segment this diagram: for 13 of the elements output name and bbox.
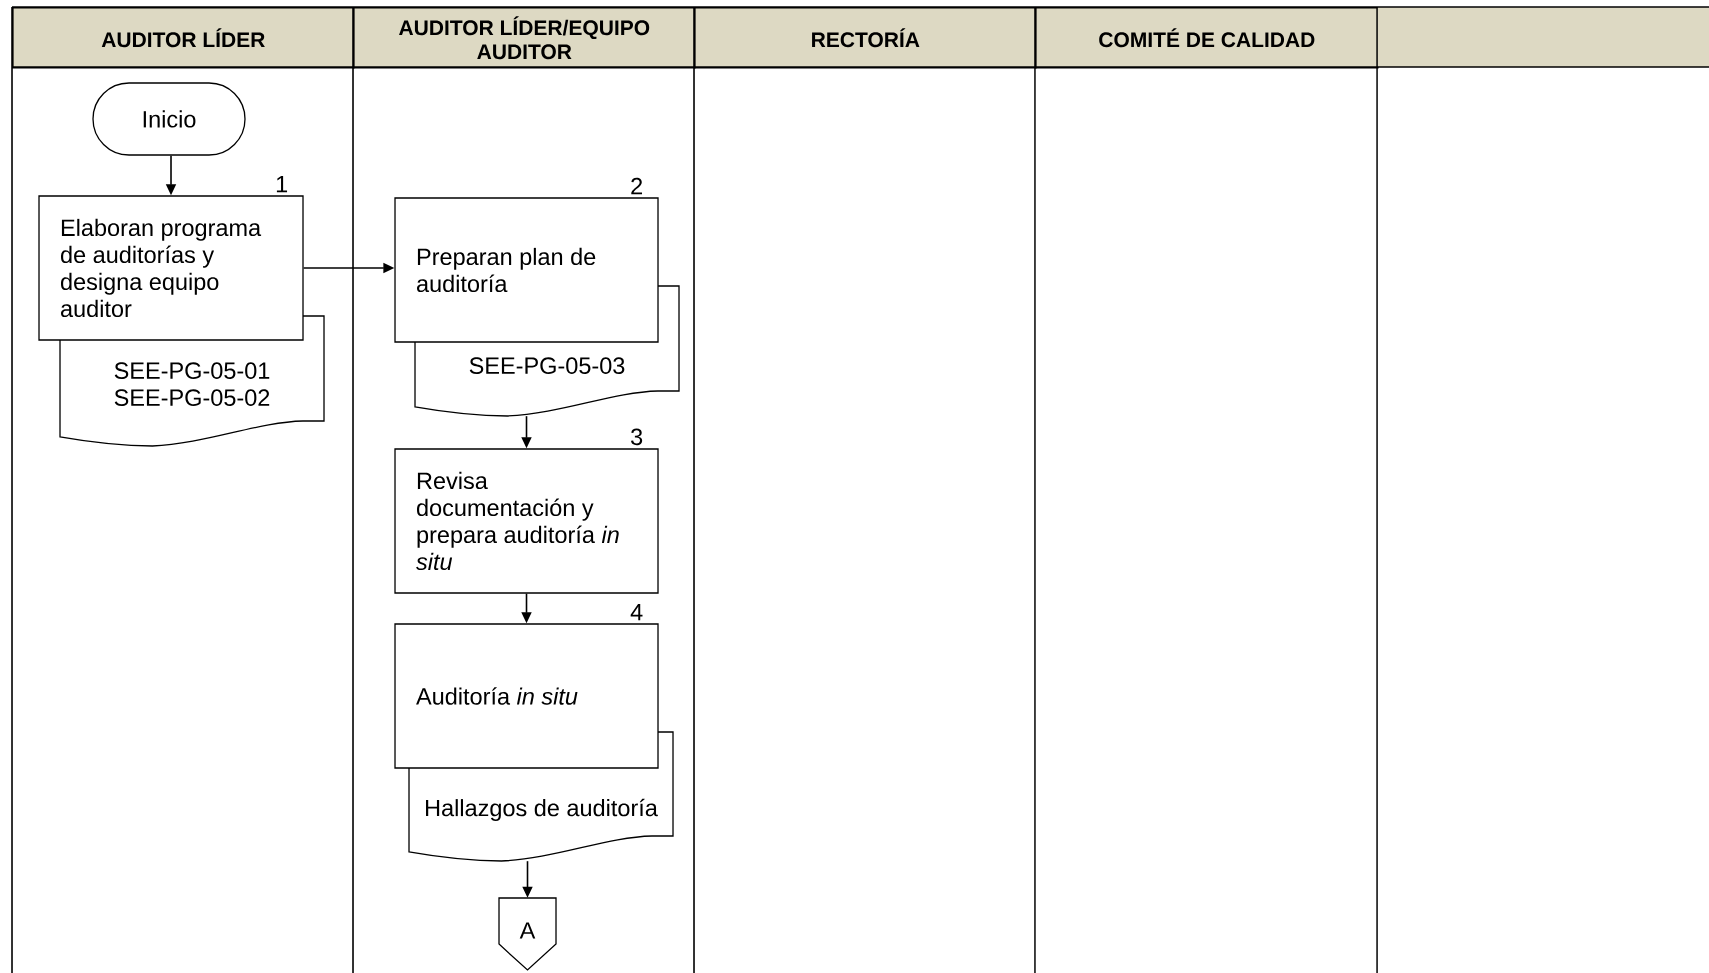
step-number: 3 — [631, 428, 643, 446]
process-box: Elaboran programa de auditorías y designa equipo auditor — [38, 195, 304, 341]
step-number: 4 — [630, 603, 643, 621]
column-header: COMITÉ DE CALIDAD — [1035, 7, 1379, 69]
off-page-connector: A — [498, 897, 557, 971]
step-number: 2 — [631, 177, 642, 195]
column-header: AUDITOR LÍDER/EQUIPO AUDITOR — [353, 7, 696, 69]
column-header: RECTORÍA — [694, 7, 1037, 69]
process-box: Auditoría in situ — [394, 623, 659, 769]
process-box: Preparan plan de auditoría — [394, 197, 659, 343]
step-number: 1 — [276, 175, 288, 193]
process-box: Revisa documentación y prepara auditoría in situ — [394, 448, 659, 594]
column-header: AUDITOR LÍDER — [12, 7, 355, 69]
